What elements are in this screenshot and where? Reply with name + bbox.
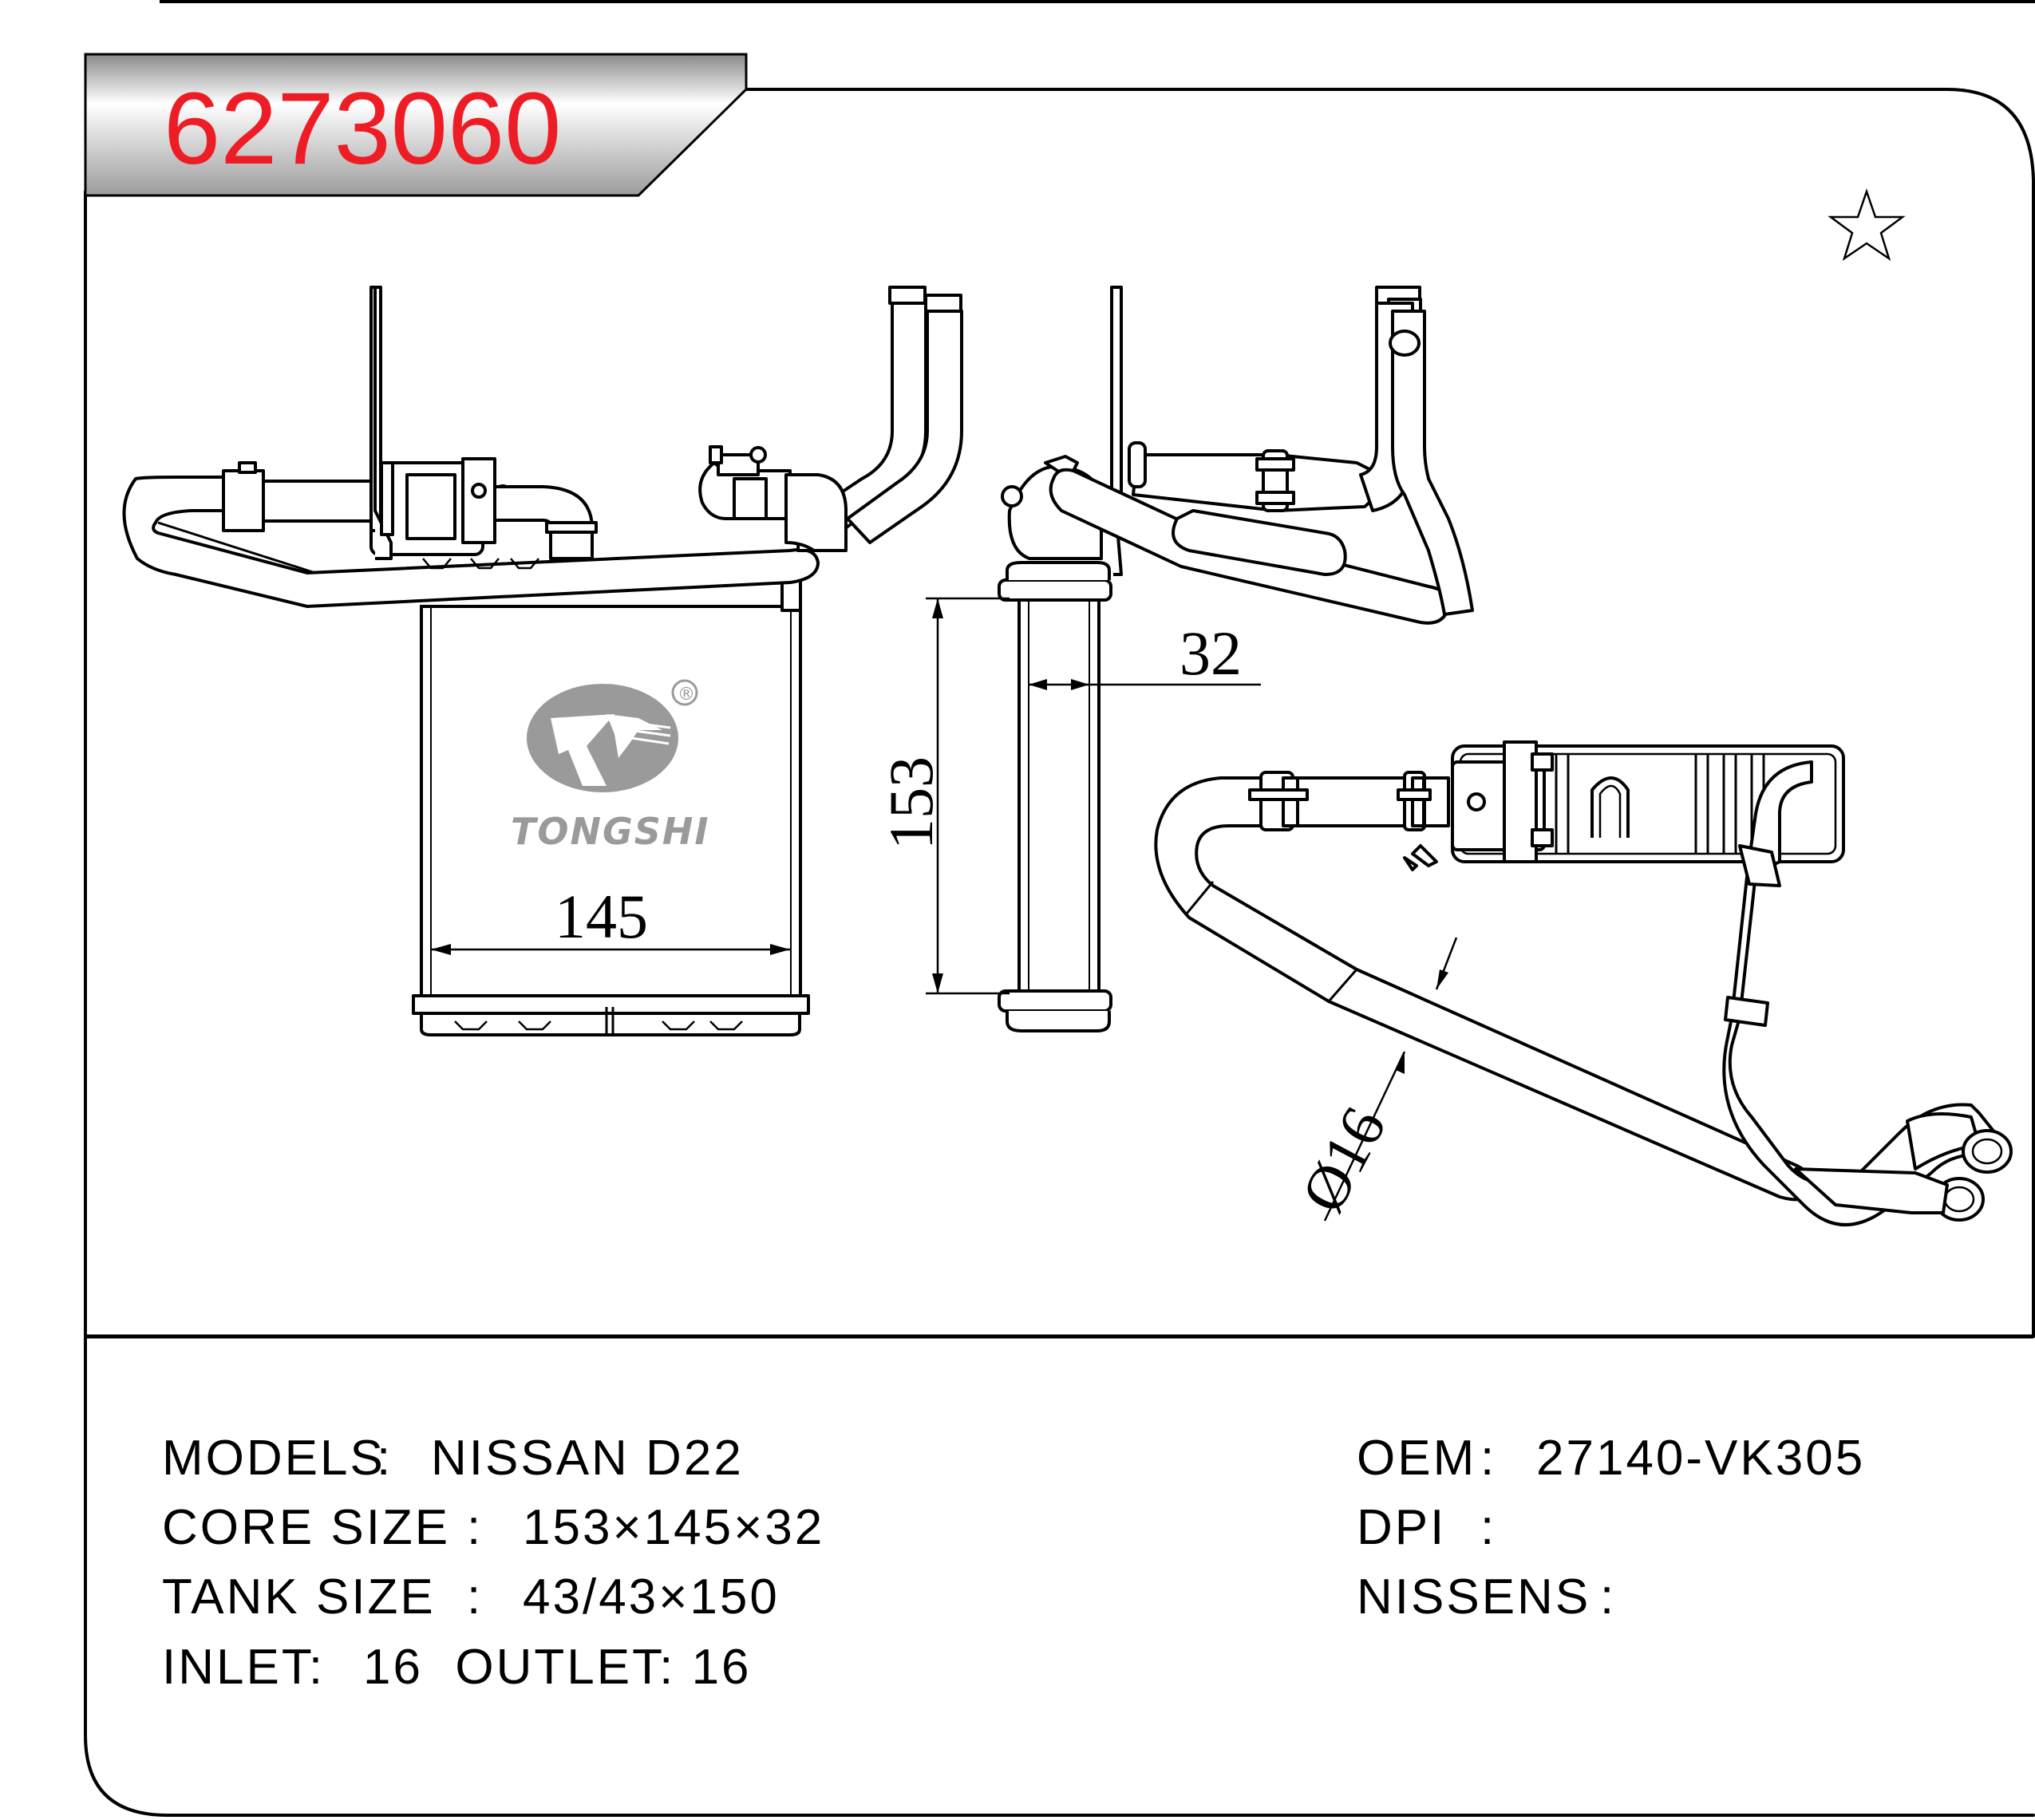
front-view xyxy=(122,286,963,1036)
outlet-end-1 xyxy=(1962,1129,2013,1174)
depth-dimension: 32 xyxy=(1029,618,1261,690)
front-bottom-tank xyxy=(412,994,810,1015)
spec-dpi-label: DPI xyxy=(1357,1500,1446,1555)
spec-inlet-label: INLET: xyxy=(162,1640,325,1695)
side-core xyxy=(1018,597,1100,993)
part-number: 6273060 xyxy=(164,72,561,186)
spec-inlet-value: 16 OUTLET: 16 xyxy=(363,1640,752,1695)
spec-tank-size-sep: : xyxy=(467,1569,483,1625)
spec-models-value: NISSAN D22 xyxy=(431,1431,744,1486)
spec-models-label: MODELS xyxy=(162,1431,385,1486)
sheet-frame xyxy=(84,88,2035,1817)
tongshi-logo: ® TONGSHI xyxy=(511,679,709,853)
specs-right: OEM : 27140-VK305 DPI : NISSENS : xyxy=(1357,1431,1865,1625)
specs-left: MODELS : NISSAN D22 CORE SIZE : 153×145×… xyxy=(162,1431,824,1695)
spec-nissens-sep: : xyxy=(1600,1569,1616,1625)
spec-oem-label: OEM xyxy=(1357,1431,1476,1486)
spec-dpi-sep: : xyxy=(1480,1500,1496,1555)
spec-oem-sep: : xyxy=(1480,1431,1496,1486)
depth-label: 32 xyxy=(1180,618,1242,688)
diameter-label: Ø16 xyxy=(1287,1096,1399,1223)
spec-nissens-label: NISSENS xyxy=(1357,1569,1590,1625)
star-icon xyxy=(1828,188,1906,262)
spec-oem-value: 27140-VK305 xyxy=(1536,1431,1865,1486)
spec-core-size-value: 153×145×32 xyxy=(523,1500,824,1555)
logo-brand: TONGSHI xyxy=(511,810,709,853)
spec-tank-size-value: 43/43×150 xyxy=(523,1569,780,1625)
width-dimension: 145 xyxy=(431,882,790,955)
width-label: 145 xyxy=(555,882,648,951)
part-number-banner: 6273060 xyxy=(84,53,748,197)
height-label: 153 xyxy=(876,756,946,850)
height-dimension: 153 xyxy=(876,597,1010,995)
front-core xyxy=(420,605,802,999)
registered-mark: ® xyxy=(678,685,695,705)
spec-models-sep: : xyxy=(377,1431,393,1486)
side-view xyxy=(998,286,1474,1032)
top-view xyxy=(1154,740,2013,1226)
spec-tank-size-label: TANK SIZE xyxy=(162,1569,436,1625)
spec-core-size-label: CORE SIZE xyxy=(162,1500,450,1555)
spec-core-size-sep: : xyxy=(467,1500,483,1555)
